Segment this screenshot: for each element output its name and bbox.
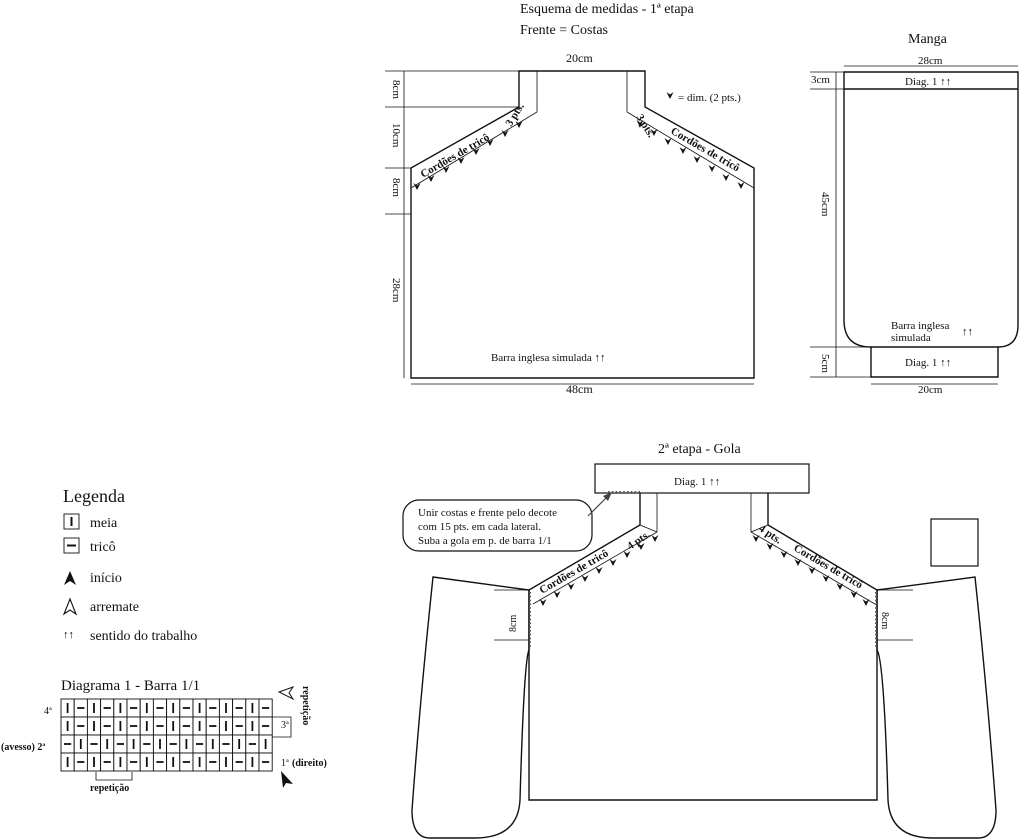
stage2-left-height: 8cm	[508, 615, 519, 632]
sleeve-rib-arrows: ↑↑	[962, 326, 973, 338]
stitch-diagram-grid	[60, 698, 273, 772]
height-label-10cm: 10cm	[390, 123, 402, 148]
right-band-count: 3 pts.	[633, 112, 657, 140]
neck-width-label: 20cm	[566, 51, 593, 65]
sleeve-title: Manga	[908, 32, 948, 47]
decrease-marks-left	[413, 121, 523, 190]
diagram-repeat-horizontal: repetição	[90, 783, 129, 794]
stage2-left-band-label: Cordões de tricô	[538, 547, 612, 596]
start-arrow-icon	[64, 571, 76, 585]
legend-title: Legenda	[63, 486, 125, 506]
legend-item-start: início	[90, 571, 122, 586]
diagram-start-arrow-icon	[281, 771, 293, 788]
left-band-label: Cordões de tricô	[419, 131, 493, 180]
diagram-title: Diagrama 1 - Barra 1/1	[61, 678, 200, 694]
diagram-row-label-1: 1ª	[281, 758, 289, 769]
sleeve-piece	[810, 65, 1019, 385]
diagram-row-label-3: 3ª	[281, 720, 289, 731]
diagram-row-label-2: (avesso) 2ª	[1, 742, 45, 753]
stage2-assembly	[411, 463, 997, 839]
diagram-repeat-vertical: repetição	[300, 686, 311, 725]
diagram-finish-arrow-icon	[277, 686, 295, 701]
work-direction-icon: ↑↑	[63, 629, 74, 641]
stage2-right-band-label: Cordões de tricô	[792, 542, 866, 591]
right-band-label: Cordões de tricô	[669, 125, 743, 174]
left-band-count: 3 pts.	[503, 101, 527, 129]
sleeve-cuff-band: Diag. 1 ↑↑	[905, 357, 951, 369]
sleeve-top-band: Diag. 1 ↑↑	[905, 76, 951, 88]
sleeve-rib-label-line2: simulada	[891, 332, 931, 344]
legend-item-knit: meia	[90, 516, 118, 531]
note-line-3: Suba a gola em p. de barra 1/1	[418, 535, 552, 547]
height-label-8cm-top: 8cm	[390, 80, 402, 99]
diagram-right-label: (direito)	[292, 758, 327, 769]
assembly-note	[402, 492, 612, 552]
collar-band: Diag. 1 ↑↑	[674, 476, 720, 488]
sleeve-height-3cm: 3cm	[811, 74, 830, 86]
sleeve-height-45cm: 45cm	[819, 192, 831, 217]
schematic-title: Esquema de medidas - 1ª etapa	[520, 2, 695, 17]
decrease-note: = dim. (2 pts.)	[678, 92, 741, 104]
diagram-row-label-4: 4ª	[44, 706, 52, 717]
sleeve-top-width: 28cm	[918, 55, 943, 67]
bottom-width-label: 48cm	[566, 382, 593, 396]
finish-arrow-icon	[62, 597, 78, 616]
height-label-28cm: 28cm	[390, 278, 402, 303]
legend-item-purl: tricô	[90, 540, 116, 555]
stage2-title: 2ª etapa - Gola	[658, 442, 742, 457]
height-label-8cm: 8cm	[390, 178, 402, 197]
sleeve-height-5cm: 5cm	[819, 354, 831, 373]
sleeve-bottom-width: 20cm	[918, 384, 943, 396]
decrease-legend-icon	[666, 92, 674, 99]
note-line-1: Unir costas e frente pelo decote	[418, 507, 557, 519]
body-piece	[385, 70, 755, 385]
sleeve-rib-label-line1: Barra inglesa	[891, 320, 949, 332]
knit-stitch-icon	[63, 513, 80, 530]
legend-item-finish: arremate	[90, 600, 139, 615]
legend-item-direction: sentido do trabalho	[90, 629, 197, 644]
hem-label: Barra inglesa simulada ↑↑	[491, 352, 606, 364]
schematic-subtitle: Frente = Costas	[520, 23, 608, 38]
note-line-2: com 15 pts. em cada lateral.	[418, 521, 541, 533]
stage2-right-height: 8cm	[879, 612, 890, 629]
purl-stitch-icon	[63, 537, 80, 554]
